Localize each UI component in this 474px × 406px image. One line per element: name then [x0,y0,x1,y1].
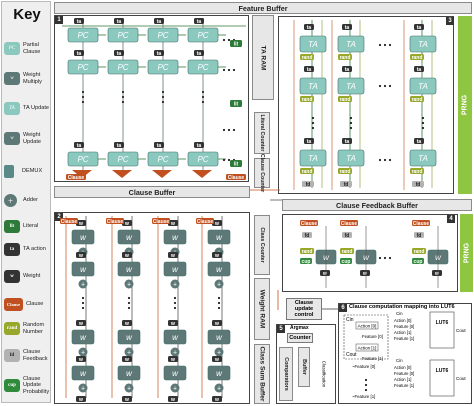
key-label: Weight Multiply [23,72,42,85]
key-label: Clause [26,301,44,308]
weight-multiply-icon: w [4,72,20,85]
random-number-icon: rand [4,322,20,335]
key-item-weight-update: w Weight Update [4,132,50,145]
feature-buffer: Feature Buffer [54,2,472,14]
key-item-ta-action: ta TA action [4,243,50,256]
weight-icon: w [4,270,20,283]
comparators: Comparators [279,347,293,401]
key-label: TA Update [23,105,50,112]
class-sum-buffer-label: Class Sum Buffer [258,346,266,402]
key-label: DEMUX [22,168,43,175]
clause-update-control: Clause update control [286,298,322,320]
key-item-demux: DEMUX [4,165,50,178]
key-item-random-number: rand Random Number [4,322,50,335]
argmax-counter: Counter [287,333,313,343]
clause-update-probability-icon: cup [4,379,20,393]
clause-feedback-icon: fd [4,349,20,362]
weight-update-array [282,214,458,292]
clause-icon: Clause [4,298,23,311]
key-label: Weight [23,273,41,280]
adder-icon: + [4,194,17,207]
section-number: 6 [339,304,347,312]
class-sum-buffer: Class Sum Buffer [254,344,270,404]
partial-clause-array [54,15,249,182]
weight-array [54,212,250,404]
weight-ram: Weight RAM [254,278,270,340]
key-item-literal: lit Literal [4,220,50,233]
literal-counter-label: Literal Counter [259,114,265,152]
key-item-clause-update-probability: cup Clause Update Probability [4,376,50,395]
ta-update-icon: TA [4,102,20,115]
class-counter-label: Class Counter [259,227,265,263]
buffer-label: Buffer [301,359,307,375]
section-number: 5 [277,325,285,333]
section-number: 4 [447,215,455,223]
key-label: Adder [23,197,38,204]
ta-ram-label: TA RAM [259,45,267,70]
key-label: Random Number [23,322,45,335]
demux-icon [4,165,14,178]
argmax-buffer: Buffer [298,347,310,387]
prng-bottom: PRNG [460,214,473,292]
prng-label: PRNG [463,242,470,264]
key-label: Weight Update [23,132,42,145]
key-item-clause: Clause Clause [4,298,50,311]
lut-mapping [338,303,472,404]
argmax-label: Argmax [290,325,309,331]
key-label: Clause Feedback [23,349,48,362]
classification-label: Classification [319,352,329,396]
classification-text: Classification [321,360,327,388]
section-number: 3 [446,17,454,25]
lut-title: Clause computation mapping into LUT6 [349,304,455,310]
key-item-adder: + Adder [4,194,50,207]
ta-action-icon: ta [4,243,20,256]
prng-label: PRNG [461,94,469,116]
key-label: Literal [23,223,39,230]
partial-clause-icon: PC [4,42,20,55]
key-item-ta-update: TA TA Update [4,102,50,115]
ta-update-array [278,16,454,194]
ta-ram: TA RAM [252,15,274,100]
literal-counter: Literal Counter [254,112,270,154]
weight-ram-label: Weight RAM [258,289,266,329]
clause-counter-label: Clause Counter [259,153,265,193]
key-label: TA action [23,246,46,253]
weight-update-icon: w [4,132,20,145]
key-label: Clause Update Probability [23,376,50,395]
key-panel: Key PC Partial Clause w Weight Multiply … [1,1,51,403]
comparators-label: Comparators [283,357,289,391]
clause-feedback-buffer: Clause Feedback Buffer [282,199,472,211]
clause-counter: Clause Counter [254,154,270,192]
key-item-clause-feedback: fd Clause Feedback [4,349,50,362]
key-label: Partial Clause [23,42,41,55]
class-counter: Class Counter [254,215,270,275]
key-item-weight: w Weight [4,270,50,283]
key-item-weight-multiply: w Weight Multiply [4,72,50,85]
key-title: Key [13,6,41,23]
section-number: 2 [55,213,63,221]
key-item-partial-clause: PC Partial Clause [4,42,50,55]
clause-buffer: Clause Buffer [54,186,250,198]
prng-top: PRNG [458,16,472,194]
section-number: 1 [55,16,63,24]
literal-icon: lit [4,220,20,233]
